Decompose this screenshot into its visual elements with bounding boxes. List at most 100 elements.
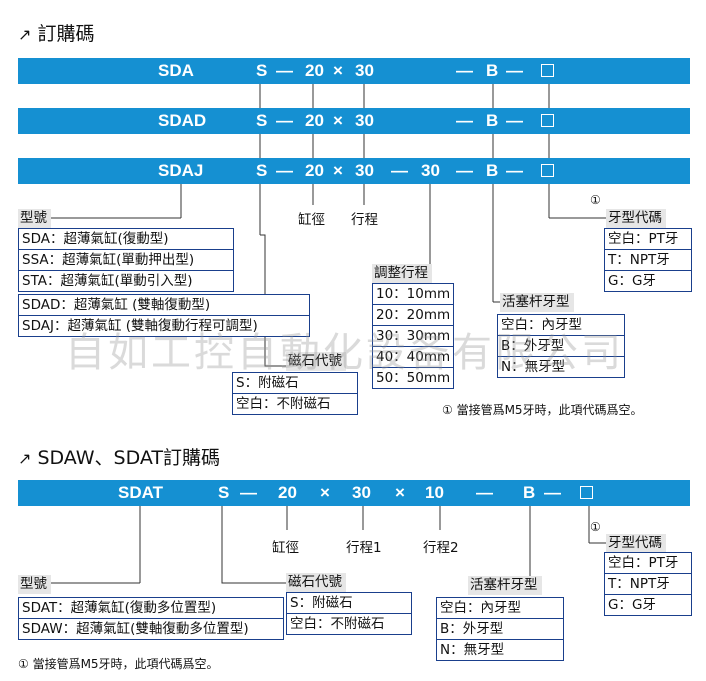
bore-code: 20 (305, 61, 324, 80)
model-row: SDAW：超薄氣缸(雙軸復動多位置型) (19, 618, 283, 639)
model-header: 型號 (18, 209, 51, 228)
model-row: SDA：超薄氣缸(復動型) (22, 231, 169, 247)
times: × (333, 161, 343, 180)
rod-code: B (486, 61, 499, 80)
magnet-code: S (218, 483, 230, 502)
rod-header: 活塞杆牙型 (500, 293, 574, 312)
bore-code: 20 (305, 161, 324, 180)
model-row: SDAJ：超薄氣缸 (雙軸復動行程可調型) (19, 315, 309, 336)
thread-code-box (580, 480, 593, 506)
thread-mark: ① (590, 193, 601, 207)
thread-code-box (541, 58, 554, 84)
dash: — (456, 61, 473, 80)
dash: — (506, 111, 523, 130)
magnet-code: S (256, 111, 268, 130)
adjust-row: 10：10mm (376, 286, 451, 302)
rod-table: 空白：內牙型 B：外牙型 N：無牙型 (497, 314, 625, 378)
magnet-row: 空白：不附磁石 (287, 613, 411, 634)
rod-code: B (486, 161, 499, 180)
bore-code: 20 (305, 111, 324, 130)
bore-label: 缸徑 (272, 540, 299, 556)
model-code: SDAT (118, 483, 164, 502)
stroke-code: 30 (355, 111, 374, 130)
rod-row: B：外牙型 (437, 618, 563, 639)
model-row: SDAT：超薄氣缸(復動多位置型) (22, 600, 217, 616)
model-row: SSA：超薄氣缸(單動押出型) (19, 249, 233, 270)
bore-code: 20 (278, 483, 297, 502)
stroke2-code: 10 (425, 483, 444, 502)
thread-header: 牙型代碼 (606, 209, 666, 228)
magnet-code: S (256, 61, 268, 80)
times: × (320, 483, 330, 502)
rod-code: B (486, 111, 499, 130)
magnet-code: S (256, 161, 268, 180)
dash: — (506, 161, 523, 180)
thread-row: G：G牙 (605, 594, 691, 615)
model-table-b: SDAD：超薄氣缸 (雙軸復動型) SDAJ：超薄氣缸 (雙軸復動行程可調型) (18, 294, 310, 337)
times: × (395, 483, 405, 502)
thread-code-box (541, 108, 554, 134)
stroke-code: 30 (355, 161, 374, 180)
dash: — (276, 61, 293, 80)
rod-row: N：無牙型 (498, 356, 624, 377)
thread-header: 牙型代碼 (606, 534, 666, 553)
thread-code-box (541, 158, 554, 184)
rod-row: N：無牙型 (437, 639, 563, 660)
model-row: STA：超薄氣缸(單動引入型) (19, 270, 233, 291)
code-bar-sda: SDA S — 20 × 30 — B — (18, 58, 690, 84)
rod-row: 空白：內牙型 (501, 317, 582, 333)
dash: — (276, 161, 293, 180)
arrow-icon: ↗ (18, 449, 32, 468)
model-row: SDAD：超薄氣缸 (雙軸復動型) (22, 297, 211, 313)
thread-row: T：NPT牙 (605, 573, 691, 594)
thread-table: 空白：PT牙 T：NPT牙 G：G牙 (604, 552, 692, 616)
magnet-header: 磁石代號 (286, 573, 346, 592)
thread-row: G：G牙 (605, 270, 691, 291)
dash: — (276, 111, 293, 130)
magnet-header: 磁石代號 (286, 352, 346, 371)
model-table-a: SDA：超薄氣缸(復動型) SSA：超薄氣缸(單動押出型) STA：超薄氣缸(單… (18, 228, 234, 292)
code-bar-sdat: SDAT S — 20 × 30 × 10 — B — (18, 480, 690, 506)
stroke1-label: 行程1 (346, 540, 382, 556)
thread-row: 空白：PT牙 (608, 231, 679, 247)
section2-title: SDAW、SDAT訂購碼 (37, 447, 221, 469)
code-bar-sdaj: SDAJ S — 20 × 30 — 30 — B — (18, 158, 690, 184)
note: ① 當接管爲M5牙時，此項代碼爲空。 (18, 657, 219, 671)
dash: — (240, 483, 257, 502)
rod-row: 空白：內牙型 (440, 600, 521, 616)
magnet-row: 空白：不附磁石 (233, 393, 357, 414)
magnet-table: S：附磁石 空白：不附磁石 (232, 372, 358, 415)
rod-table: 空白：內牙型 B：外牙型 N：無牙型 (436, 597, 564, 661)
times: × (333, 61, 343, 80)
note: ① 當接管爲M5牙時，此項代碼爲空。 (442, 403, 643, 417)
code-bar-sdad: SDAD S — 20 × 30 — B — (18, 108, 690, 134)
rod-code: B (523, 483, 536, 502)
stroke2-label: 行程2 (423, 540, 459, 556)
adjust-row: 40：40mm (373, 346, 453, 367)
stroke-label: 行程 (351, 212, 378, 228)
dash: — (456, 161, 473, 180)
dash: — (544, 483, 561, 502)
magnet-table: S：附磁石 空白：不附磁石 (286, 592, 412, 635)
stroke-code: 30 (355, 61, 374, 80)
adjust-row: 20：20mm (373, 304, 453, 325)
thread-row: 空白：PT牙 (608, 555, 679, 571)
section2-heading: ↗ SDAW、SDAT訂購碼 (18, 443, 220, 470)
times: × (333, 111, 343, 130)
model-code: SDA (158, 61, 194, 80)
dash: — (456, 111, 473, 130)
model-table: SDAT：超薄氣缸(復動多位置型) SDAW：超薄氣缸(雙軸復動多位置型) (18, 597, 284, 640)
adjust-row: 30：30mm (373, 325, 453, 346)
adjust-row: 50：50mm (373, 367, 453, 388)
thread-table: 空白：PT牙 T：NPT牙 G：G牙 (604, 228, 692, 292)
adjust-table: 10：10mm 20：20mm 30：30mm 40：40mm 50：50mm (372, 283, 454, 389)
dash: — (506, 61, 523, 80)
model-code: SDAD (158, 111, 207, 130)
model-header: 型號 (18, 575, 51, 594)
stroke1-code: 30 (352, 483, 371, 502)
dash: — (476, 483, 493, 502)
section1-heading: ↗ 訂購碼 (18, 19, 94, 46)
bore-label: 缸徑 (298, 212, 325, 228)
dash: — (391, 161, 408, 180)
